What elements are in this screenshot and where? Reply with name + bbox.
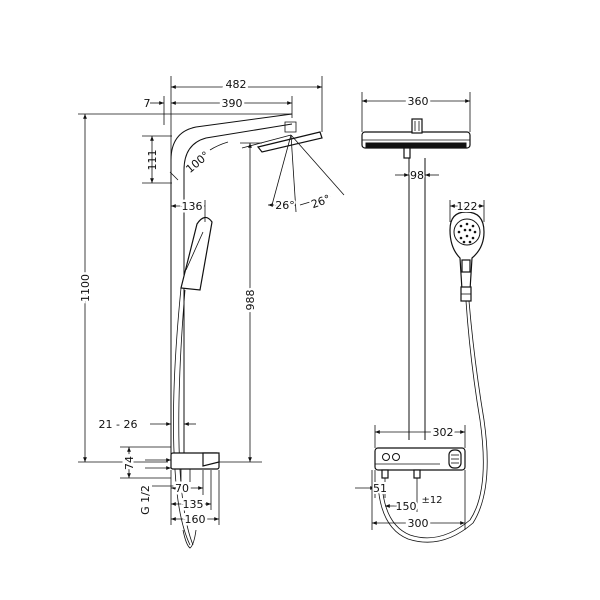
- handshower-front: [377, 211, 488, 543]
- dim-150: 150: [396, 500, 417, 513]
- angle-26-left: 26°: [275, 199, 295, 212]
- handshower-side: [173, 216, 213, 546]
- dim-122: 122: [457, 200, 478, 213]
- angle-26-right: 26°: [309, 192, 332, 211]
- dim-300: 300: [408, 517, 429, 530]
- dim-136: 136: [182, 200, 203, 213]
- dim-160: 160: [185, 513, 206, 526]
- dim-7: 7: [144, 97, 151, 110]
- overhead-shower-side: [256, 131, 323, 153]
- dim-360: 360: [408, 95, 429, 108]
- dim-98: 98: [410, 169, 424, 182]
- dim-302: 302: [433, 426, 454, 439]
- button-icon: [392, 453, 400, 461]
- side-view: 482 7 390 111 100° 26° 26° 136 1: [77, 76, 345, 549]
- dim-21-26: 21 - 26: [99, 418, 138, 431]
- dim-988: 988: [244, 290, 257, 311]
- dim-482: 482: [226, 78, 247, 91]
- dim-111: 111: [146, 150, 159, 171]
- front-view: 360 98 122: [355, 92, 488, 543]
- dim-51: 51: [373, 482, 387, 495]
- shower-head-joint: [411, 118, 423, 134]
- dim-390: 390: [222, 97, 243, 110]
- thread-g12: G 1/2: [139, 485, 152, 515]
- button-icon: [382, 453, 390, 461]
- dim-tolerance: ±12: [421, 495, 442, 506]
- dim-70: 70: [175, 482, 189, 495]
- dim-74: 74: [123, 456, 136, 470]
- dim-135: 135: [183, 498, 204, 511]
- dim-1100: 1100: [79, 274, 92, 302]
